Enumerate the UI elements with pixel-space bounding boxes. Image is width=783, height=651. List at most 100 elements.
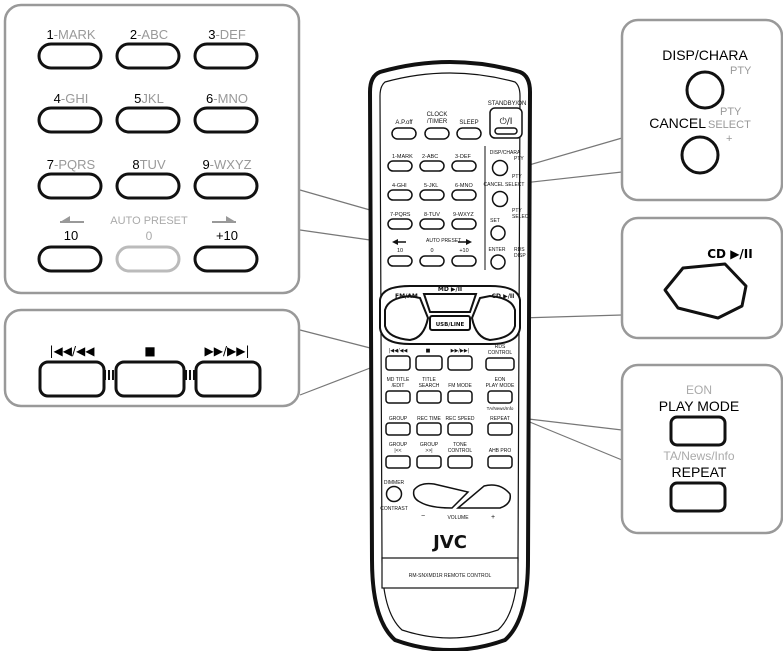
remote-prev-button[interactable]	[385, 355, 411, 371]
remote-cancel-button[interactable]	[491, 190, 509, 208]
cancel-button[interactable]	[680, 135, 720, 175]
key-0-label: 0	[146, 229, 153, 243]
volume-plus-label: +	[491, 514, 495, 521]
ahb-pro-button[interactable]	[487, 455, 513, 469]
play-mode-button[interactable]	[669, 415, 727, 447]
key-8-button[interactable]	[115, 172, 181, 200]
sleep-button[interactable]	[456, 127, 482, 140]
cd-button[interactable]	[663, 262, 748, 320]
rec-speed-button[interactable]	[447, 422, 473, 436]
repeat-button[interactable]	[669, 481, 727, 513]
key-plus10-label: +10	[216, 228, 238, 243]
dimmer-button[interactable]	[385, 485, 403, 503]
rec-time-button[interactable]	[416, 422, 442, 436]
clock-timer-button[interactable]	[424, 127, 450, 140]
disp-chara-button[interactable]	[685, 70, 725, 110]
remote-stop-button[interactable]	[415, 355, 443, 371]
volume-up-button[interactable]	[455, 484, 512, 509]
title-search-button[interactable]	[416, 390, 442, 404]
repeat-label: REPEAT	[672, 464, 727, 480]
remote-k4-button[interactable]	[387, 189, 413, 201]
stop-button[interactable]	[114, 360, 186, 398]
key-0-button[interactable]	[115, 245, 181, 273]
remote-k9-label: 9-WXYZ	[453, 212, 474, 218]
remote-prev-label: |◀◀/◀◀	[389, 348, 408, 354]
remote-set-label: SET	[490, 218, 500, 224]
remote-k7-button[interactable]	[387, 218, 413, 230]
cd-play-button[interactable]	[470, 294, 516, 342]
key-1-button[interactable]	[37, 42, 103, 70]
key-4-number: 4	[54, 91, 61, 106]
prev-button[interactable]	[38, 360, 106, 398]
clock-label-1: CLOCK	[427, 112, 448, 118]
remote-k6-label: 6-MNO	[455, 183, 473, 189]
remote-next-button[interactable]	[447, 355, 473, 371]
title-search-label-2: SEARCH	[419, 383, 440, 389]
contrast-label: CONTRAST	[380, 506, 408, 512]
key-9-letters: -WXYZ	[210, 157, 252, 172]
volume-down-button[interactable]	[412, 482, 470, 509]
tone-label-1: TONE	[453, 442, 467, 448]
remote-k2-button[interactable]	[419, 160, 445, 172]
remote-disp-button[interactable]	[491, 159, 509, 177]
callout-lines	[299, 137, 623, 461]
group-button[interactable]	[385, 422, 411, 436]
title-search-label-1: TITLE	[422, 377, 436, 383]
svg-text:2-ABC: 2-ABC	[130, 27, 168, 42]
key-4-letters: -GHI	[61, 91, 88, 106]
fm-am-button[interactable]	[384, 294, 430, 342]
usb-line-label: USB/LINE	[436, 322, 465, 328]
usb-line-button[interactable]	[429, 315, 471, 331]
remote-k9-button[interactable]	[451, 218, 477, 230]
remote-kp10-button[interactable]	[451, 255, 477, 267]
key-5-button[interactable]	[115, 106, 181, 134]
md-play-button[interactable]	[422, 293, 478, 313]
key-6-button[interactable]	[193, 106, 259, 134]
remote-play-mode-button[interactable]	[487, 390, 513, 404]
remote-k3-button[interactable]	[451, 160, 477, 172]
sleep-label: SLEEP	[459, 120, 478, 126]
key-10-label: 10	[64, 228, 78, 243]
svg-text:5JKL: 5JKL	[134, 91, 164, 106]
key-3-button[interactable]	[193, 42, 259, 70]
key-5-letters: JKL	[141, 91, 163, 106]
ahb-pro-label: AHB PRO	[489, 448, 512, 454]
remote-k8-label: 8-TUV	[424, 212, 440, 218]
remote-k10-button[interactable]	[387, 255, 413, 267]
stop-label: ■	[144, 344, 155, 358]
standby-button[interactable]	[489, 107, 523, 139]
remote-k6-button[interactable]	[451, 189, 477, 201]
remote-k1-button[interactable]	[387, 160, 413, 172]
tone-control-button[interactable]	[447, 455, 473, 469]
key-plus10-button[interactable]	[193, 245, 259, 273]
rds-control-label-1: RDS	[495, 344, 506, 350]
group-prev-button[interactable]	[385, 455, 411, 469]
select-label: SELECT	[708, 119, 751, 131]
next-button[interactable]	[194, 360, 262, 398]
remote-k1-label: 1-MARK	[392, 154, 413, 160]
fm-mode-button[interactable]	[447, 390, 473, 404]
model-label: RM-SNXMD1R REMOTE CONTROL	[409, 573, 492, 579]
key-10-button[interactable]	[37, 245, 103, 273]
key-2-button[interactable]	[115, 42, 181, 70]
md-title-button[interactable]	[385, 390, 411, 404]
remote-k2-label: 2-ABC	[422, 154, 438, 160]
a-poff-button[interactable]	[391, 127, 417, 140]
group-prev-label-1: GROUP	[389, 442, 408, 448]
remote-eon-label: EON	[495, 377, 506, 383]
remote-ta-news-label: TA/News/Info	[487, 406, 514, 411]
remote-set-button[interactable]	[490, 225, 506, 241]
cd-label: CD ▶/II	[707, 247, 753, 261]
key-9-button[interactable]	[193, 172, 259, 200]
remote-k5-button[interactable]	[419, 189, 445, 201]
remote-repeat-button[interactable]	[487, 422, 513, 436]
key-7-button[interactable]	[37, 172, 103, 200]
remote-k8-button[interactable]	[419, 218, 445, 230]
remote-k0-button[interactable]	[419, 255, 445, 267]
group-next-button[interactable]	[416, 455, 442, 469]
eon-label: EON	[686, 383, 712, 397]
rds-control-button[interactable]	[485, 357, 515, 371]
remote-enter-button[interactable]	[490, 254, 506, 270]
key-4-button[interactable]	[37, 106, 103, 134]
fm-am-label: FM/AM	[395, 293, 418, 300]
